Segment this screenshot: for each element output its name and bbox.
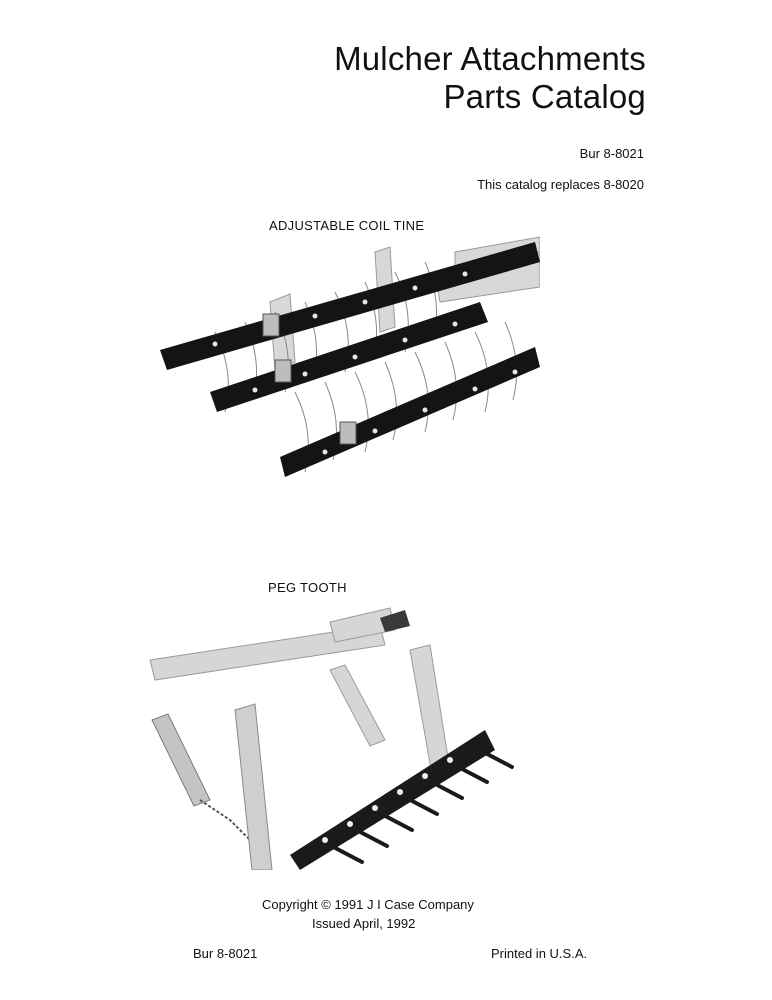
title-line-2: Parts Catalog	[443, 78, 646, 115]
replaces-note: This catalog replaces 8-8020	[477, 177, 644, 192]
document-number: Bur 8-8021	[579, 146, 644, 161]
issue-date: Issued April, 1992	[312, 916, 416, 931]
figure-label-coil-tine: ADJUSTABLE COIL TINE	[269, 218, 425, 233]
coil-tine-photo	[160, 236, 540, 477]
catalog-title: Mulcher Attachments Parts Catalog	[334, 40, 646, 116]
copyright-notice: Copyright © 1991 J I Case Company	[262, 897, 474, 912]
printed-in-note: Printed in U.S.A.	[491, 946, 588, 961]
footer-document-number: Bur 8-8021	[193, 946, 258, 961]
figure-label-peg-tooth: PEG TOOTH	[268, 580, 347, 595]
peg-tooth-photo	[149, 607, 514, 870]
title-line-1: Mulcher Attachments	[334, 40, 646, 77]
